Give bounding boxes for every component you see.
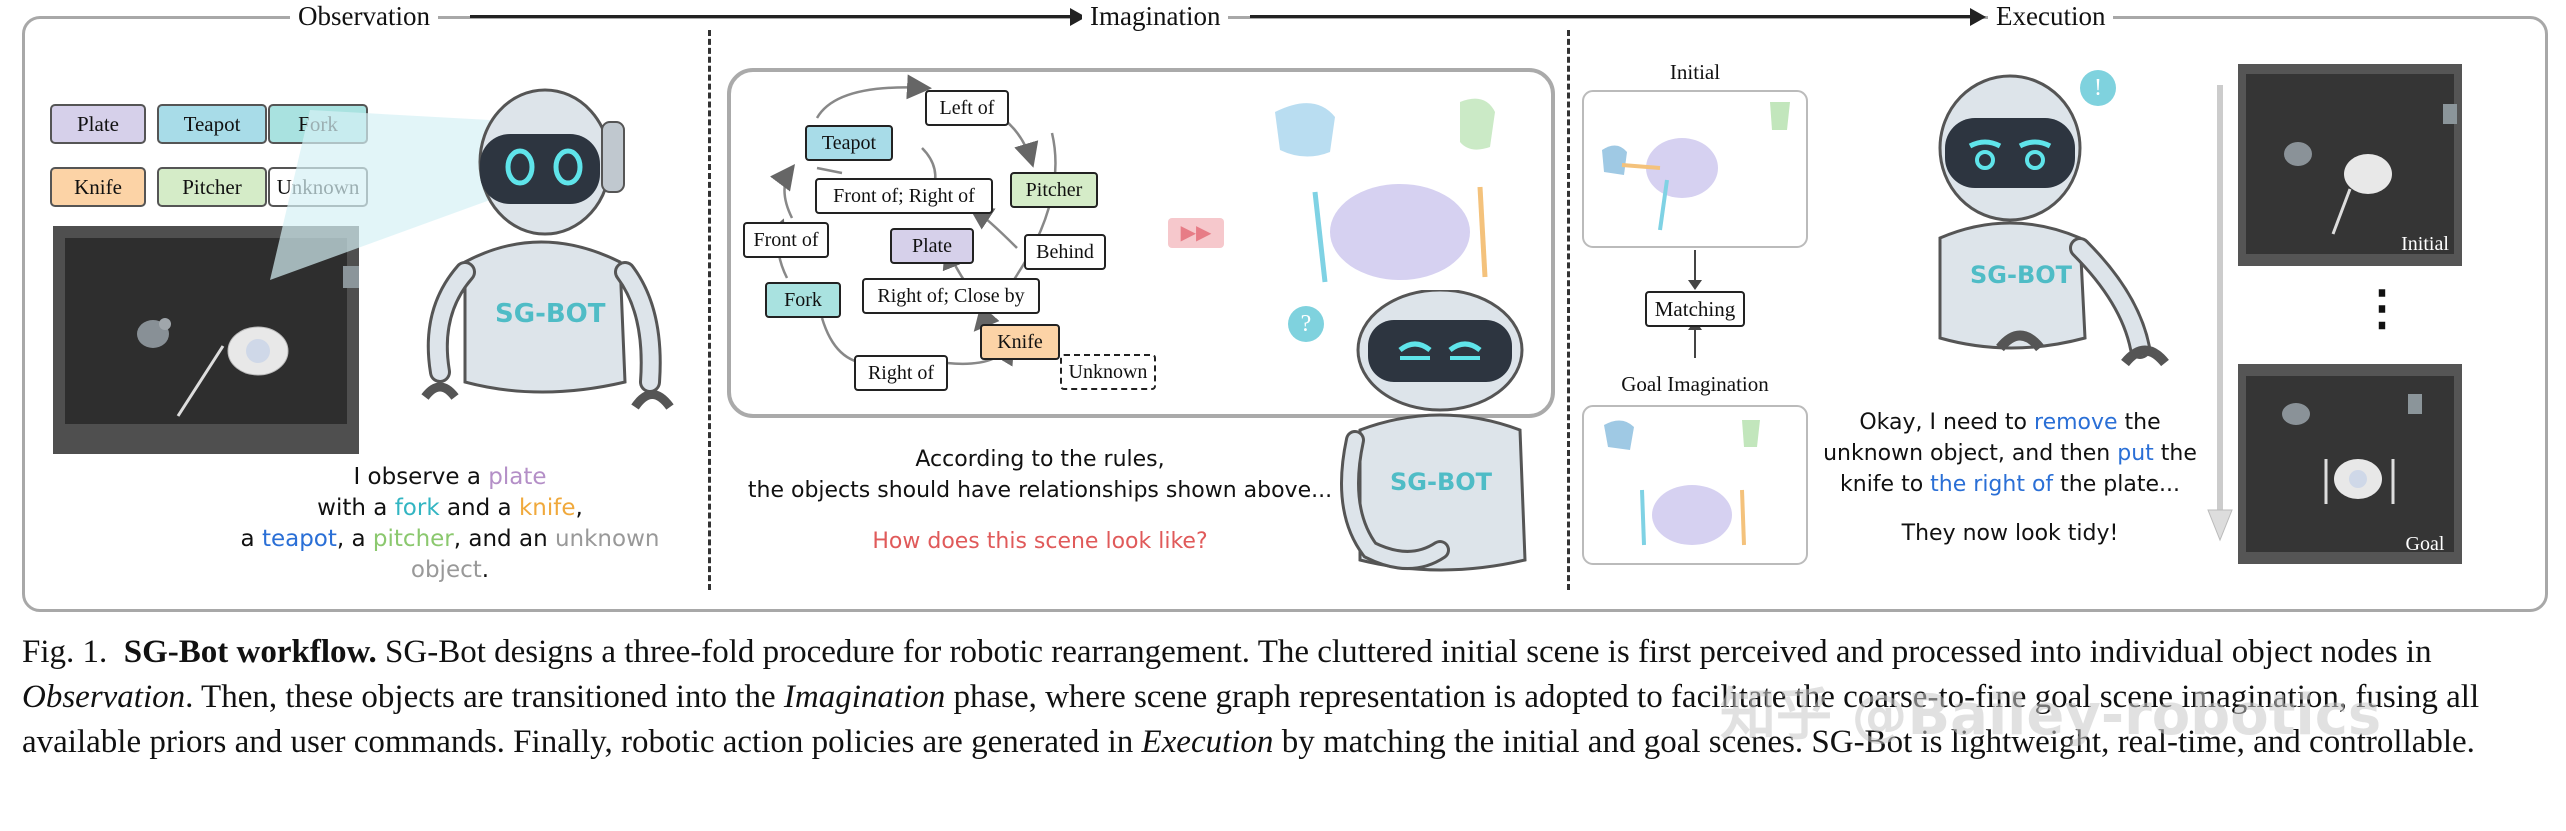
execution-text: Okay, I need to remove the unknown objec…	[1800, 407, 2220, 549]
exec-text-l3a: knife to	[1840, 472, 1931, 497]
watermark: 知乎 @Bailey-robotics	[1720, 683, 2382, 748]
imag-text-l1: According to the rules,	[915, 447, 1165, 472]
exec-text-l4: They now look tidy!	[1901, 521, 2119, 546]
exec-word-right-of: the right of	[1930, 472, 2054, 497]
caption-part-4: by matching the initial and goal scenes.…	[1273, 724, 2475, 760]
obs-text-l1a: I observe a	[353, 464, 489, 490]
stage-imagination: Imagination	[1082, 0, 1229, 32]
initial-pointcloud-box	[1582, 90, 1808, 248]
node-fork: Fork	[765, 282, 841, 318]
obs-text-l2e: ,	[575, 495, 583, 521]
obs-text-l3a: a	[240, 526, 262, 552]
caption-imagination: Imagination	[783, 679, 946, 715]
edge-right-close: Right of; Close by	[862, 278, 1040, 314]
photo-initial-scene	[2238, 64, 2462, 266]
obs-word-pitcher: pitcher	[372, 526, 454, 552]
obs-word-fork: fork	[394, 495, 440, 521]
exec-text-l3c: the plate...	[2053, 472, 2180, 497]
alert-icon: !	[2080, 70, 2116, 106]
ellipsis-vertical: ⋮	[2358, 282, 2406, 335]
tag-pitcher: Pitcher	[157, 167, 267, 207]
node-knife: Knife	[980, 324, 1060, 360]
figure-caption: Fig. 1. SG-Bot workflow. SG-Bot designs …	[22, 630, 2552, 765]
robot-observation-illustration: SG-BOT	[421, 88, 674, 410]
matching-arrows	[1688, 250, 1702, 358]
label-initial: Initial	[1669, 60, 1721, 84]
imag-question: How does this scene look like?	[872, 529, 1208, 554]
divider-2	[1567, 30, 1570, 590]
exec-text-l1a: Okay, I need to	[1859, 410, 2035, 435]
fast-forward-icon: ▶▶	[1168, 218, 1224, 248]
stage-arrow-2	[1250, 15, 1970, 18]
goal-pointcloud-box	[1582, 405, 1808, 565]
edge-left-of: Left of	[925, 90, 1009, 126]
obs-text-l2a: with a	[317, 495, 395, 521]
stage-execution: Execution	[1988, 0, 2114, 32]
caption-execution: Execution	[1141, 724, 1274, 760]
exec-word-put: put	[2117, 441, 2154, 466]
imagination-text: According to the rules, the objects shou…	[720, 444, 1360, 557]
obs-word-teapot: teapot	[261, 526, 337, 552]
tag-teapot: Teapot	[157, 104, 267, 144]
obs-text-l3g: .	[481, 557, 490, 583]
caption-fig-number: Fig. 1.	[22, 634, 108, 670]
node-unknown: Unknown	[1060, 354, 1156, 390]
observation-text: I observe a plate with a fork and a knif…	[200, 462, 700, 586]
caption-part-1: SG-Bot designs a three-fold procedure fo…	[376, 634, 2432, 670]
caption-part-2: . Then, these objects are transitioned i…	[185, 679, 784, 715]
exec-text-l2: unknown object, and then	[1823, 441, 2118, 466]
obs-word-knife: knife	[518, 495, 576, 521]
obs-word-plate: plate	[488, 464, 547, 490]
caption-title: SG-Bot workflow.	[123, 634, 377, 670]
node-pitcher: Pitcher	[1010, 172, 1098, 208]
imag-text-l2: the objects should have relationships sh…	[747, 478, 1333, 503]
photo-goal-label: Goal	[2405, 533, 2445, 555]
robot-badge-imagination: SG-BOT	[1390, 468, 1493, 496]
robot-view-cone	[270, 110, 490, 280]
robot-badge-execution: SG-BOT	[1970, 261, 2073, 289]
photo-initial-label: Initial	[2401, 233, 2449, 255]
exec-text-l1c: the	[2117, 410, 2161, 435]
stage-observation: Observation	[290, 0, 438, 32]
imagined-scene-pointcloud	[1275, 98, 1495, 283]
scene-graph-box	[727, 68, 1555, 418]
node-plate: Plate	[890, 228, 974, 264]
edge-front-right: Front of; Right of	[815, 178, 993, 214]
robot-badge-observation: SG-BOT	[495, 299, 606, 329]
photo-goal-scene	[2238, 364, 2462, 564]
robot-execution-illustration: SG-BOT	[1938, 74, 2169, 367]
divider-1	[708, 30, 711, 590]
obs-text-l2c: and a	[439, 495, 519, 521]
node-teapot: Teapot	[805, 125, 893, 161]
label-goal-imagination: Goal Imagination	[1621, 372, 1769, 396]
tag-plate: Plate	[50, 104, 146, 144]
exec-text-l2c: the	[2153, 441, 2197, 466]
edge-front-of: Front of	[743, 222, 829, 258]
execution-progress-arrow	[2207, 85, 2233, 542]
stage-arrow-1	[470, 15, 1070, 18]
obs-word-unknown: unknown object	[410, 526, 660, 583]
edge-behind: Behind	[1024, 234, 1106, 270]
exec-word-remove: remove	[2034, 410, 2118, 435]
question-icon: ?	[1288, 306, 1324, 342]
caption-part-3: phase, where scene graph representation …	[22, 679, 2480, 760]
obs-text-l3e: , and an	[453, 526, 555, 552]
tag-knife: Knife	[50, 167, 146, 207]
edge-right-of: Right of	[854, 355, 948, 391]
obs-text-l3c: , a	[336, 526, 373, 552]
matching-box: Matching	[1645, 291, 1745, 327]
caption-observation: Observation	[22, 679, 186, 715]
stage-arrow-2-head	[1970, 8, 1986, 26]
robot-imagination-illustration: SG-BOT	[1340, 290, 1527, 572]
